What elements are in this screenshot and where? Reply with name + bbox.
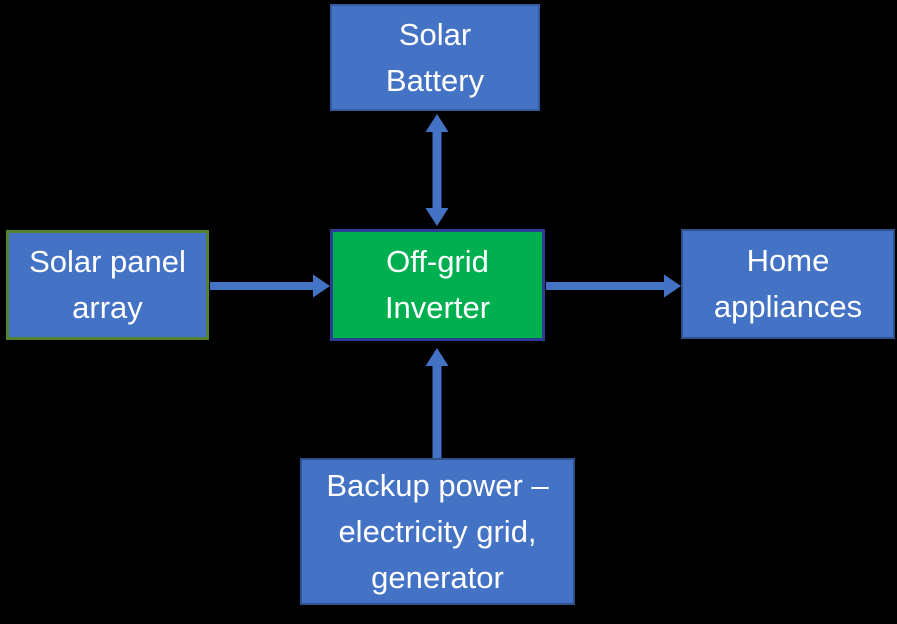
node-label-line: Solar panel — [29, 244, 186, 279]
node-label-line: Off-grid — [386, 244, 489, 279]
node-off-grid-inverter: Off-grid Inverter — [330, 229, 545, 341]
node-backup-power: Backup power – electricity grid, generat… — [300, 458, 575, 605]
node-label-line: Battery — [385, 62, 485, 98]
node-label-line: Home — [746, 243, 830, 278]
node-label-line: Inverter — [384, 290, 491, 325]
node-label-line: Solar — [398, 16, 472, 52]
node-solar-panel-array: Solar panel array — [6, 230, 209, 340]
arrow-inverter-to-appliances-icon — [546, 274, 681, 298]
node-label-line: generator — [371, 559, 504, 595]
node-label-line: appliances — [713, 289, 863, 324]
node-label-line: electricity grid, — [338, 513, 537, 549]
node-label-line: Backup power – — [326, 467, 549, 503]
node-solar-battery: Solar Battery — [330, 4, 540, 111]
arrow-battery-inverter-bidirectional-icon — [425, 114, 449, 226]
arrow-panel-to-inverter-icon — [210, 274, 330, 298]
node-home-appliances: Home appliances — [681, 229, 895, 339]
arrow-backup-to-inverter-icon — [425, 348, 449, 458]
node-label-line: array — [72, 290, 143, 325]
